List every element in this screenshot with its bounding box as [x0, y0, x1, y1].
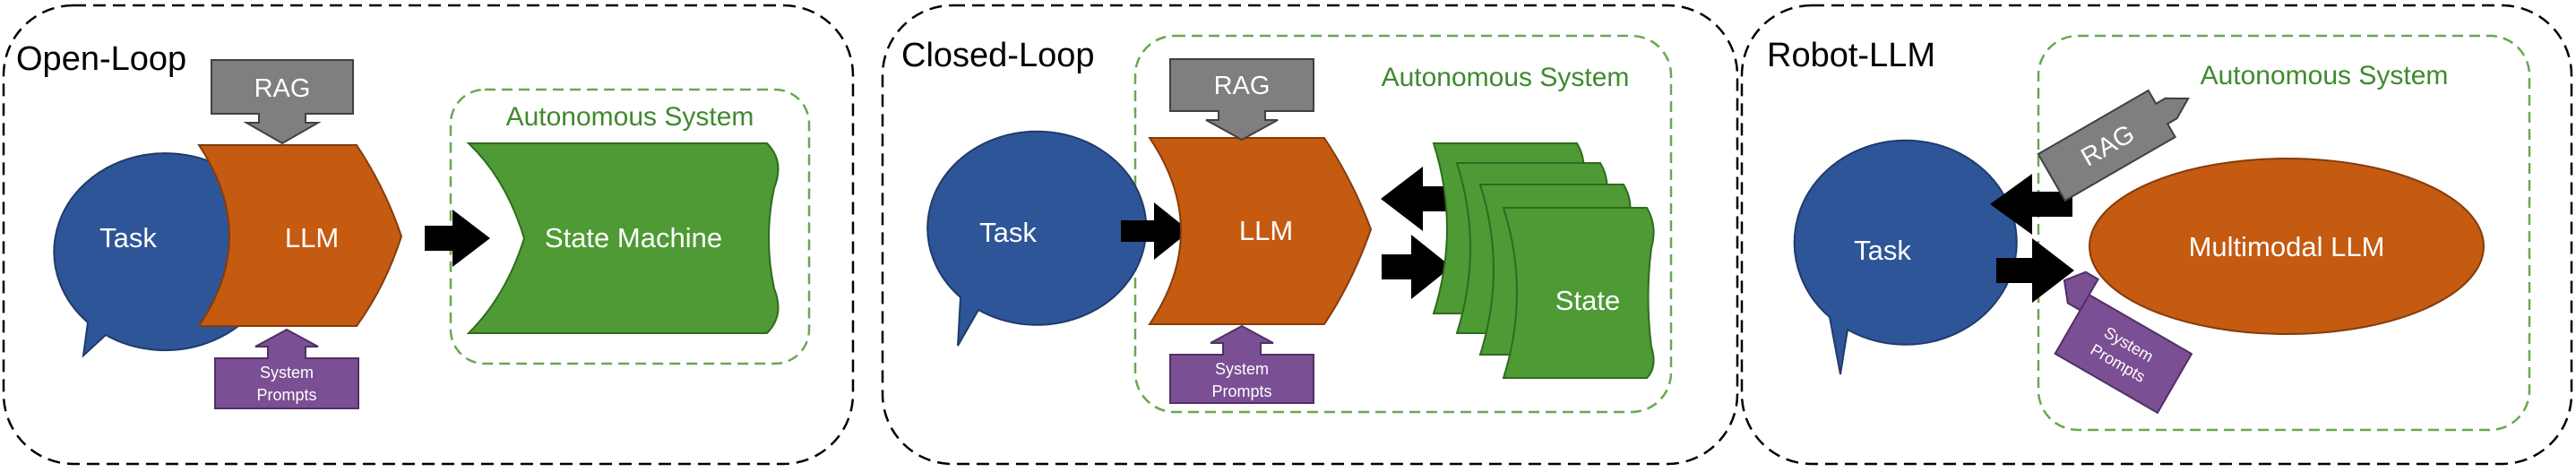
- robot-llm-task-label: Task: [1854, 235, 1911, 266]
- closed-loop-rag-label: RAG: [1214, 72, 1271, 100]
- closed-loop-state-label: State: [1555, 285, 1620, 316]
- closed-loop-autonomous-system-label: Autonomous System: [1382, 63, 1630, 92]
- open-loop-panel: Open-Loop Autonomous System Task LLM RAG…: [2, 4, 855, 466]
- robot-llm-rag-arrow: [2037, 89, 2190, 202]
- closed-loop-llm-shape: [1148, 137, 1373, 325]
- open-loop-panel-border: [2, 4, 855, 466]
- robot-llm-panel-border: [1740, 4, 2573, 466]
- open-loop-title: Open-Loop: [16, 40, 186, 78]
- closed-loop-autonomous-system-border: [1133, 34, 1673, 414]
- closed-loop-panel-border: [881, 4, 1739, 466]
- closed-loop-panel: Closed-Loop Autonomous System Task LLM R…: [881, 4, 1739, 466]
- closed-loop-llm-to-state-arrow: [1382, 235, 1452, 299]
- closed-loop-task-to-llm-arrow: [1121, 202, 1190, 260]
- open-loop-state-machine-label: State Machine: [545, 222, 722, 253]
- closed-loop-state-to-llm-arrow: [1381, 167, 1452, 231]
- robot-llm-title: Robot-LLM: [1767, 37, 1935, 74]
- robot-llm-task-to-llm-arrow: [1996, 238, 2074, 303]
- robot-llm-task-bubble: [1793, 139, 2018, 375]
- open-loop-task-label: Task: [99, 222, 157, 253]
- robot-llm-multimodal-llm-shape: [2089, 158, 2485, 335]
- robot-llm-panel: Robot-LLM Autonomous System Task Multimo…: [1740, 4, 2573, 466]
- open-loop-state-machine-shape: [466, 142, 780, 334]
- robot-llm-autonomous-system-border: [2037, 34, 2531, 432]
- closed-loop-title: Closed-Loop: [901, 37, 1094, 74]
- state-card-4: [1502, 207, 1655, 379]
- open-loop-llm-label: LLM: [285, 222, 339, 253]
- robot-llm-autonomous-system-label: Autonomous System: [2201, 61, 2449, 90]
- robot-llm-system-prompts-arrow: [2054, 270, 2193, 415]
- robot-llm-multimodal-llm-label: Multimodal LLM: [2189, 231, 2385, 262]
- open-loop-llm-shape: [197, 144, 403, 327]
- closed-loop-task-bubble: [926, 130, 1148, 347]
- closed-loop-task-label: Task: [979, 217, 1037, 248]
- closed-loop-rag-arrow: [1169, 58, 1314, 142]
- open-loop-autonomous-system-border: [449, 88, 811, 365]
- closed-loop-state-stack: [1432, 142, 1655, 379]
- closed-loop-llm-label: LLM: [1239, 215, 1293, 246]
- open-loop-llm-to-state-machine-arrow: [425, 210, 490, 267]
- open-loop-system-prompts-arrow: [214, 328, 359, 409]
- open-loop-rag-label: RAG: [254, 74, 311, 103]
- open-loop-rag-arrow: [211, 59, 354, 145]
- closed-loop-system-prompts-arrow: [1169, 324, 1314, 404]
- robot-llm-llm-to-task-arrow: [1990, 174, 2072, 235]
- open-loop-autonomous-system-label: Autonomous System: [506, 102, 754, 132]
